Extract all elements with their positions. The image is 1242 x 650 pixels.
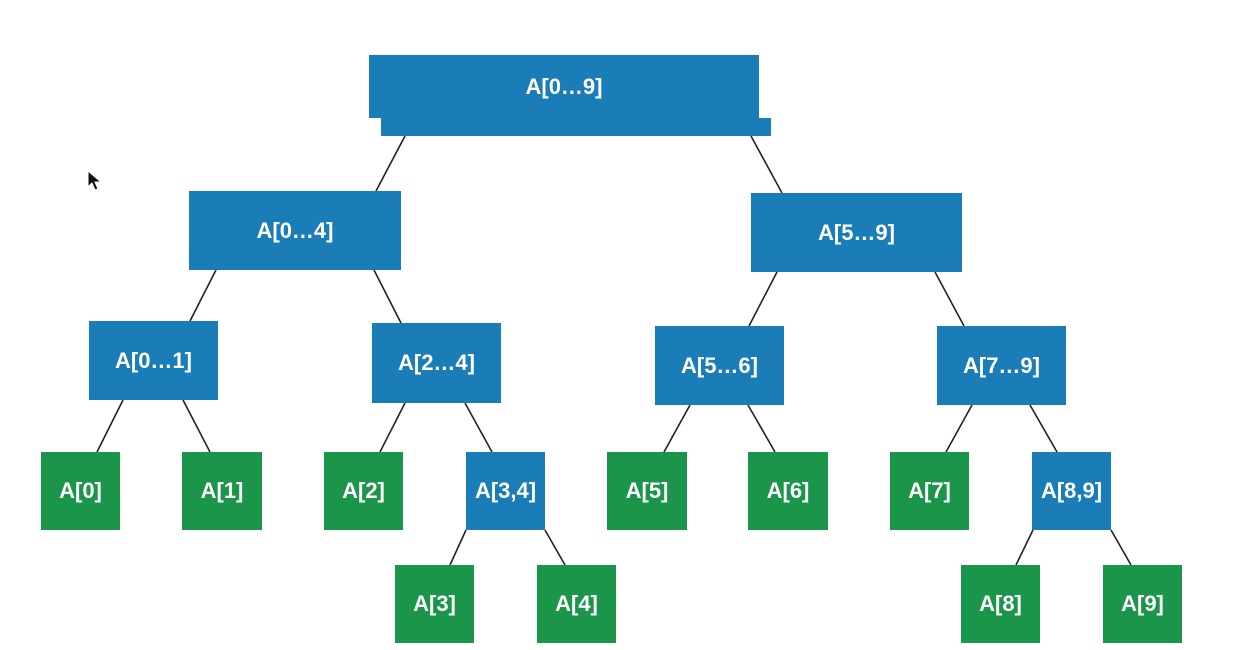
segment-node-n5_9: A[5…9] bbox=[751, 193, 962, 272]
segment-node-n7_9: A[7…9] bbox=[937, 326, 1066, 405]
edge-root-n5_9 bbox=[750, 135, 783, 194]
edge-n2_4-a2 bbox=[379, 402, 406, 453]
segment-node-n3_4: A[3,4] bbox=[466, 452, 545, 530]
edge-root-n0_4 bbox=[375, 135, 406, 192]
edge-n0_1-a1 bbox=[182, 399, 211, 453]
leaf-node-a1: A[1] bbox=[182, 452, 262, 530]
leaf-node-a6: A[6] bbox=[748, 452, 828, 530]
mouse-cursor-icon bbox=[87, 170, 103, 191]
segment-node-n5_6: A[5…6] bbox=[655, 326, 784, 405]
edge-n3_4-a4 bbox=[544, 529, 566, 566]
edge-n8_9-a8 bbox=[1015, 529, 1034, 566]
segment-node-n2_4: A[2…4] bbox=[372, 323, 501, 403]
segment-node-n0_4: A[0…4] bbox=[189, 191, 401, 270]
edge-n5_9-n7_9 bbox=[934, 271, 965, 327]
edge-n5_6-a6 bbox=[747, 404, 776, 453]
leaf-node-a8: A[8] bbox=[961, 565, 1040, 643]
edge-n7_9-n8_9 bbox=[1029, 404, 1058, 453]
edge-n0_1-a0 bbox=[96, 399, 124, 453]
edge-n2_4-n3_4 bbox=[464, 402, 493, 453]
segment-node-n0_1: A[0…1] bbox=[89, 321, 218, 400]
edge-n5_9-n5_6 bbox=[748, 271, 778, 327]
leaf-node-a4: A[4] bbox=[537, 565, 616, 643]
edge-n0_4-n2_4 bbox=[373, 269, 402, 324]
leaf-node-a9: A[9] bbox=[1103, 565, 1182, 643]
edge-n0_4-n0_1 bbox=[189, 269, 217, 322]
edge-n5_6-a5 bbox=[663, 404, 691, 453]
edge-n3_4-a3 bbox=[449, 529, 467, 566]
leaf-node-a7: A[7] bbox=[890, 452, 969, 530]
leaf-node-a3: A[3] bbox=[395, 565, 474, 643]
segment-node-n8_9: A[8,9] bbox=[1032, 452, 1111, 530]
leaf-node-a5: A[5] bbox=[607, 452, 687, 530]
leaf-node-a0: A[0] bbox=[41, 452, 120, 530]
edge-n7_9-a7 bbox=[945, 404, 973, 453]
segment-node-root: A[0…9] bbox=[369, 55, 759, 118]
root-node-underlay bbox=[381, 118, 771, 136]
edge-n8_9-a9 bbox=[1110, 529, 1132, 566]
leaf-node-a2: A[2] bbox=[324, 452, 403, 530]
